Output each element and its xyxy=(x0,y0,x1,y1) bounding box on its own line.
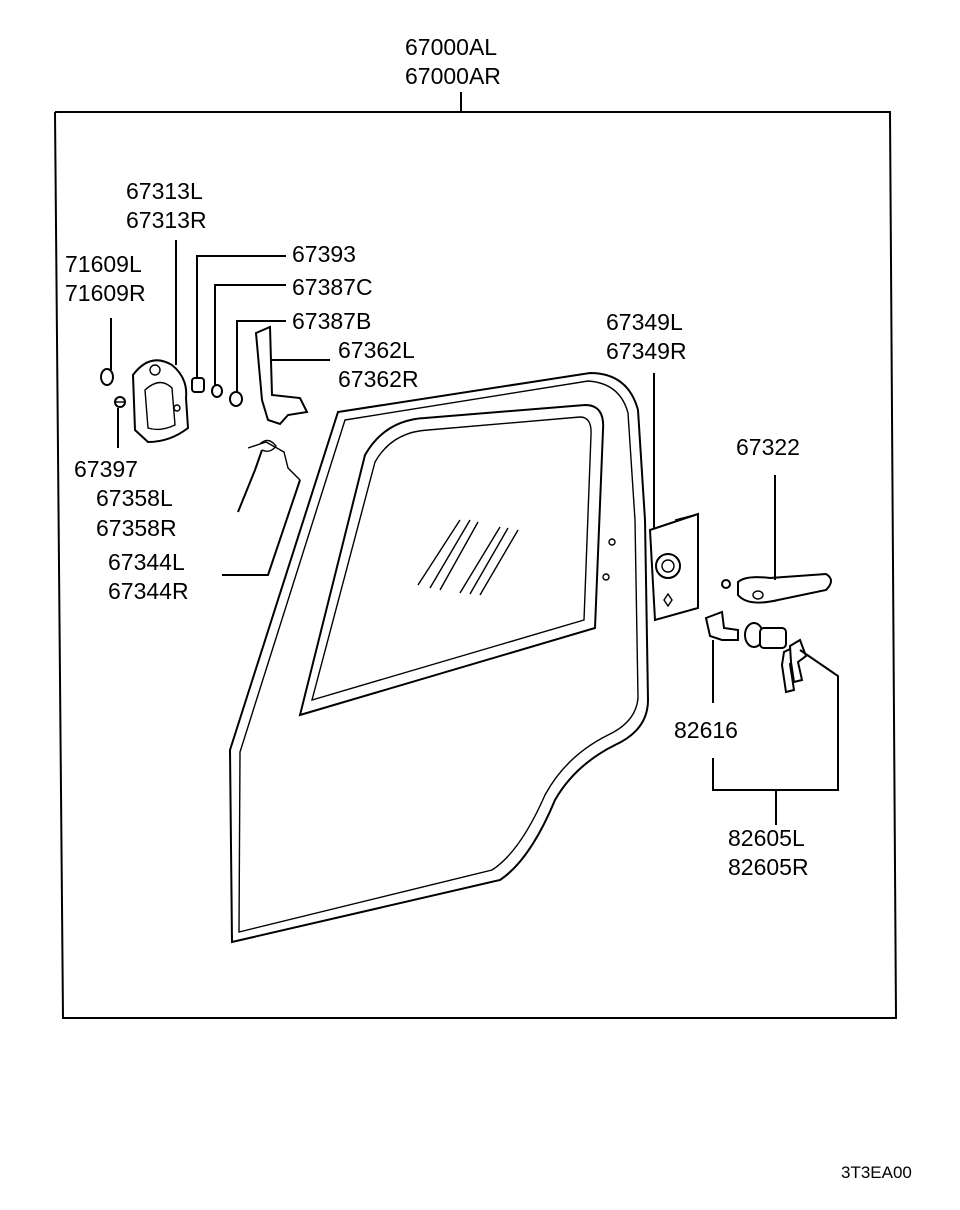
bezel-hole xyxy=(149,364,161,376)
lock-cylinder xyxy=(744,622,787,649)
part-label-67387b: 67387B xyxy=(292,308,371,334)
base-key-slot xyxy=(663,592,673,608)
door-hole-lower xyxy=(602,573,610,581)
key-spare-icon xyxy=(788,638,808,684)
assembly-frame xyxy=(54,111,898,1019)
part-label-67397: 67397 xyxy=(74,456,138,482)
lock-cylinder-hole-inner xyxy=(661,559,675,573)
part-label-82616: 82616 xyxy=(674,717,738,743)
part-label-67362l: 67362L xyxy=(338,337,415,363)
part-label-67387c: 67387C xyxy=(292,274,373,300)
part-label-67358r: 67358R xyxy=(96,515,177,541)
bezel-screw-hole xyxy=(173,404,181,412)
part-label-67322: 67322 xyxy=(736,434,800,460)
handle-cap xyxy=(100,368,114,386)
part-label-82605l: 82605L xyxy=(728,825,805,851)
diagram-code: 3T3EA00 xyxy=(841,1163,912,1182)
washer-b xyxy=(229,391,243,407)
outside-handle-pivot xyxy=(752,590,764,600)
bezel-screw xyxy=(114,396,126,408)
outside-handle-screw xyxy=(721,579,731,589)
part-label-67349r: 67349R xyxy=(606,338,687,364)
assembly-label-left: 67000AL xyxy=(405,34,497,60)
outside-handle-base-lip xyxy=(674,513,699,521)
part-label-71609l: 71609L xyxy=(65,251,142,277)
window-frame-inner xyxy=(311,416,592,702)
part-label-67313l: 67313L xyxy=(126,178,203,204)
door-hole-upper xyxy=(608,538,616,546)
part-label-67358l: 67358L xyxy=(96,485,173,511)
part-label-67344l: 67344L xyxy=(108,549,185,575)
rod-clip xyxy=(259,439,277,453)
door-panel-inner-edge xyxy=(238,380,639,933)
part-label-67349l: 67349L xyxy=(606,309,683,335)
part-label-82605r: 82605R xyxy=(728,854,809,880)
washer-c xyxy=(211,384,223,398)
inside-handle-lever xyxy=(254,325,309,426)
inside-handle-bezel-recess xyxy=(144,381,176,431)
outside-handle xyxy=(737,572,832,604)
part-label-67393: 67393 xyxy=(292,241,356,267)
assembly-label-right: 67000AR xyxy=(405,63,501,89)
part-label-67313r: 67313R xyxy=(126,207,207,233)
lock-retainer xyxy=(704,610,739,641)
window-glass-reflection xyxy=(417,519,519,596)
lock-cylinder-hole xyxy=(655,553,681,579)
leader-lines xyxy=(110,240,839,825)
window-frame xyxy=(298,403,605,717)
part-label-71609r: 71609R xyxy=(65,280,146,306)
part-label-67362r: 67362R xyxy=(338,366,419,392)
clip xyxy=(191,377,205,393)
part-label-67344r: 67344R xyxy=(108,578,189,604)
